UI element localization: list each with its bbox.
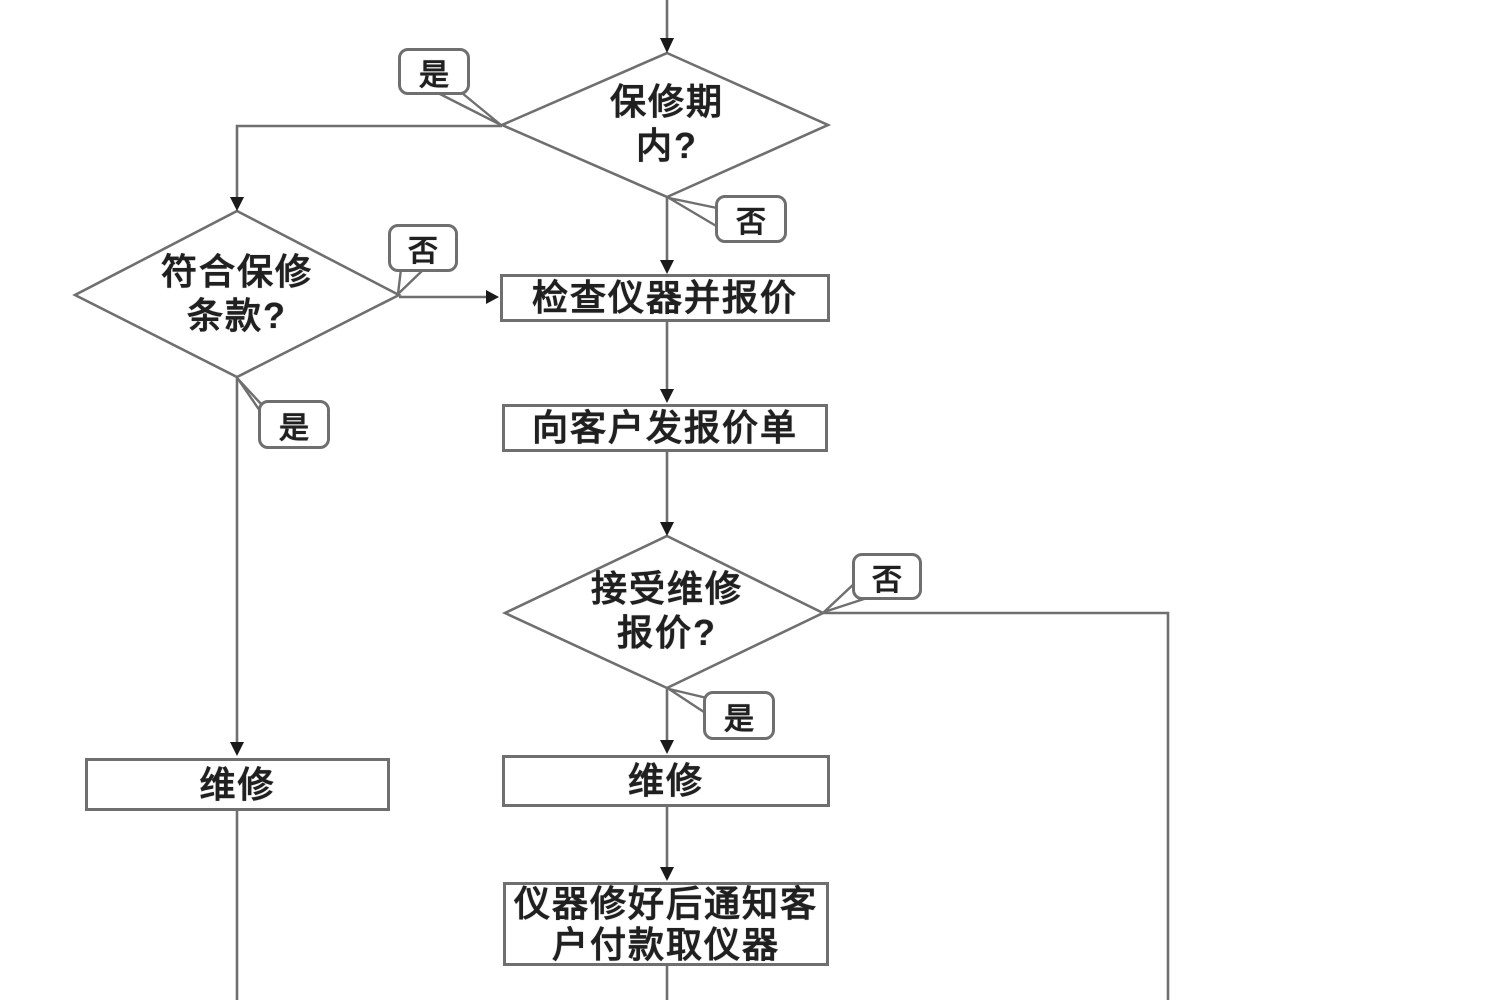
process-check-and-quote-label: 检查仪器并报价 <box>531 277 798 319</box>
decision-accept-quote-label: 接受维修 报价? <box>591 567 743 655</box>
edge-warranty-yes <box>235 124 502 200</box>
process-send-quotation: 向客户发报价单 <box>502 404 828 452</box>
arrowhead-repair-to-notify <box>660 867 674 881</box>
callout-warranty-yes-label: 是 <box>419 58 449 92</box>
decision-accept-quote-line2: 报价? <box>616 612 717 653</box>
callout-warranty-no-label: 否 <box>736 206 766 239</box>
callout-tail-terms-no <box>396 267 426 296</box>
decision-warranty-terms-line1: 符合保修 <box>160 251 314 293</box>
arrowhead-terms-no <box>486 290 499 304</box>
process-repair-center-label: 维修 <box>627 760 704 802</box>
process-notify-pickup: 仪器修好后通知客 户付款取仪器 <box>503 882 829 966</box>
callout-quote-yes: 是 <box>703 691 775 740</box>
process-repair-left-label: 维修 <box>199 763 276 805</box>
process-check-and-quote: 检查仪器并报价 <box>500 274 830 322</box>
callout-terms-no: 否 <box>388 224 458 272</box>
callout-warranty-no: 否 <box>715 195 787 243</box>
arrowhead-check-to-send <box>660 389 674 403</box>
callout-tail-warranty-yes <box>434 90 503 127</box>
arrowhead-quote-yes <box>660 740 674 754</box>
arrowhead-entry <box>660 38 674 53</box>
process-notify-pickup-line1: 仪器修好后通知客 <box>513 882 818 924</box>
callout-quote-no: 否 <box>852 553 922 600</box>
process-repair-left: 维修 <box>85 758 390 811</box>
decision-accept-quote-line1: 接受维修 <box>590 568 744 610</box>
arrowhead-warranty-no <box>660 260 674 274</box>
decision-warranty-period-line2: 内? <box>635 125 698 166</box>
edge-quote-no <box>823 611 1170 1000</box>
decision-accept-quote-shape <box>501 534 826 690</box>
callout-quote-no-label: 否 <box>872 563 902 597</box>
callout-terms-no-label: 否 <box>408 235 438 268</box>
decision-warranty-terms-shape <box>72 209 402 379</box>
callout-terms-yes-label: 是 <box>279 411 309 445</box>
decision-warranty-period-line1: 保修期 <box>609 81 725 123</box>
callout-terms-yes: 是 <box>258 400 330 449</box>
decision-warranty-terms-line2: 条款? <box>186 295 287 336</box>
arrowhead-send-to-decision <box>660 522 674 536</box>
process-repair-center: 维修 <box>502 755 830 807</box>
callout-warranty-yes: 是 <box>398 48 470 95</box>
decision-warranty-terms-label: 符合保修 条款? <box>161 250 313 338</box>
arrowhead-warranty-yes <box>230 197 244 211</box>
decision-warranty-period-label: 保修期 内? <box>610 80 724 168</box>
callout-quote-yes-label: 是 <box>724 702 754 736</box>
process-send-quotation-label: 向客户发报价单 <box>531 407 798 449</box>
arrowhead-terms-yes <box>230 742 244 756</box>
process-notify-pickup-line2: 户付款取仪器 <box>551 924 780 965</box>
decision-warranty-period-shape <box>498 51 832 199</box>
